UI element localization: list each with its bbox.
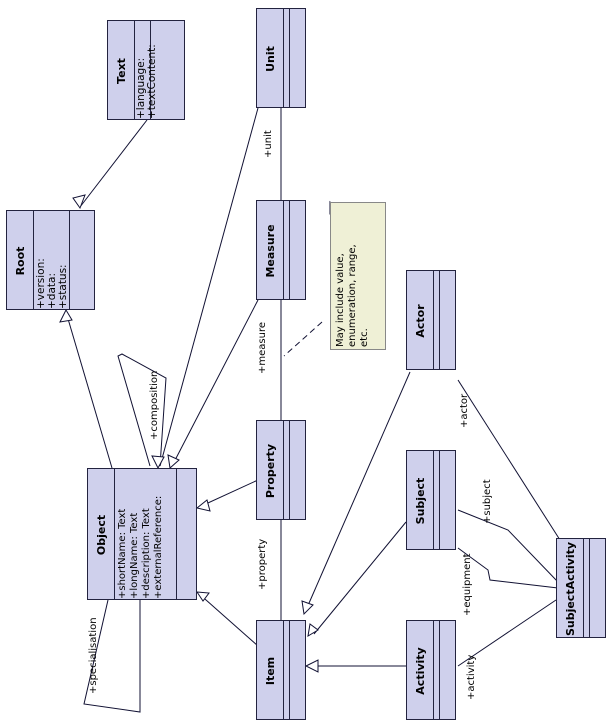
item-class-name: Item: [264, 656, 277, 686]
composition-self-loop: [117, 353, 167, 467]
note-text: May include value, enumeration, range, e…: [335, 244, 370, 347]
equipment-role-label: +equipment: [462, 553, 473, 617]
subjectactivity-class-name: SubjectActivity: [564, 541, 577, 637]
subject-item-generalization: [313, 521, 407, 635]
item-object-generalization: [196, 591, 259, 647]
object-class[interactable]: Object +shortName: Text +longName: Text …: [87, 468, 197, 600]
unit-class-name: Unit: [264, 46, 277, 72]
object-arrowhead-unit: [151, 455, 165, 470]
measure-class[interactable]: Measure: [256, 200, 306, 300]
specialisation-self-loop: [83, 599, 141, 713]
object-arrowhead-item: [196, 591, 210, 602]
note[interactable]: May include value, enumeration, range, e…: [330, 202, 386, 350]
measure-role-label: +measure: [257, 322, 268, 374]
activity-subjectactivity-association: [457, 599, 557, 667]
object-arrowhead-measure: [167, 454, 180, 469]
text-class-attributes: +language: +textContent:: [135, 44, 158, 119]
subject-class[interactable]: Subject: [406, 450, 456, 550]
root-arrowhead-object: [59, 308, 73, 323]
actor-class[interactable]: Actor: [406, 270, 456, 370]
subject-role-label: +subject: [482, 479, 493, 524]
object-root-generalization: [65, 311, 113, 469]
property-class[interactable]: Property: [256, 420, 306, 520]
object-class-attributes: +shortName: Text +longName: Text +descri…: [117, 495, 164, 599]
subject-class-name: Subject: [414, 477, 427, 525]
item-arrowhead-subject: [307, 623, 319, 637]
item-class[interactable]: Item: [256, 620, 306, 720]
actor-subjectactivity-association: [457, 379, 561, 541]
note-connector: [283, 321, 323, 357]
actor-item-generalization: [305, 371, 411, 611]
object-arrowhead-property: [195, 499, 211, 512]
actor-role-label: +actor: [459, 393, 470, 428]
text-class-name: Text: [115, 58, 128, 84]
unit-object-generalization: [159, 107, 259, 467]
activity-role-label: +activity: [466, 654, 477, 700]
activity-class-name: Activity: [414, 647, 427, 695]
text-root-generalization: [79, 119, 148, 208]
subjectactivity-class[interactable]: SubjectActivity: [556, 538, 606, 638]
specialisation-role-label: +specialisation: [88, 617, 99, 694]
equipment-subjectactivity-association: [457, 547, 559, 589]
property-class-name: Property: [264, 443, 277, 499]
root-class[interactable]: Root +version: +data: +status:: [6, 210, 95, 310]
actor-class-name: Actor: [414, 304, 427, 338]
item-arrowhead-actor: [301, 600, 314, 616]
subject-subjectactivity-association: [457, 509, 559, 583]
object-class-name: Object: [95, 514, 108, 556]
unit-class[interactable]: Unit: [256, 8, 306, 108]
root-class-attributes: +version: +data: +status:: [35, 258, 69, 309]
unit-role-label: +unit: [263, 130, 274, 158]
property-role-label: +property: [257, 538, 268, 590]
measure-object-generalization: [171, 299, 259, 467]
item-arrowhead-activity: [304, 659, 319, 673]
text-class[interactable]: Text +language: +textContent:: [107, 20, 185, 120]
measure-class-name: Measure: [264, 224, 277, 278]
composition-role-label: +composition: [149, 370, 160, 440]
root-class-name: Root: [14, 246, 27, 276]
activity-class[interactable]: Activity: [406, 620, 456, 720]
root-arrowhead: [72, 194, 86, 210]
